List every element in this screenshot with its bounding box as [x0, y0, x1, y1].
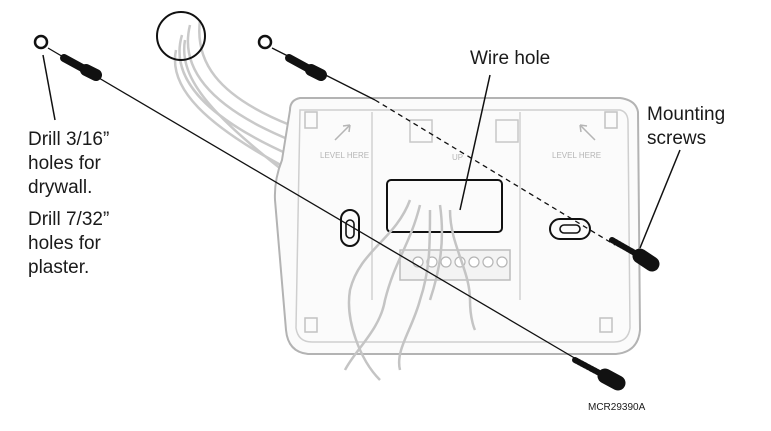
leader-drill — [42, 54, 56, 121]
wire-end-circle — [156, 11, 206, 61]
drill-hole-marker-left — [33, 34, 49, 50]
wallplate: LEVEL HERE LEVEL HERE UP — [273, 97, 642, 355]
alignment-line-left — [47, 47, 601, 374]
wire-hole-opening — [386, 179, 503, 233]
screw-top-right — [285, 54, 327, 81]
screw-top-left — [60, 54, 102, 81]
leader-mounting-screws — [639, 149, 681, 249]
lower-wires — [343, 199, 477, 381]
drill-hole-marker-right — [257, 34, 273, 50]
label-mounting-screws: Mounting screws — [647, 104, 726, 149]
level-here-right: LEVEL HERE — [552, 151, 601, 160]
upper-wire-bundle — [173, 19, 296, 181]
label-drill-drywall: Drill 3/16” holes for drywall. — [28, 129, 110, 198]
up-mark: UP — [452, 153, 463, 162]
screw-mounting-right — [609, 237, 660, 272]
figure-code: MCR29390A — [588, 402, 646, 413]
leader-wire-hole — [459, 74, 491, 211]
left-mounting-slot — [340, 209, 360, 247]
alignment-line-right-dashed — [374, 99, 616, 246]
level-here-left: LEVEL HERE — [320, 151, 369, 160]
screw-mounting-bottom — [572, 357, 626, 391]
label-drill-plaster: Drill 7/32” holes for plaster. — [28, 209, 110, 278]
right-mounting-slot — [549, 218, 591, 240]
label-wire-hole: Wire hole — [470, 48, 551, 69]
